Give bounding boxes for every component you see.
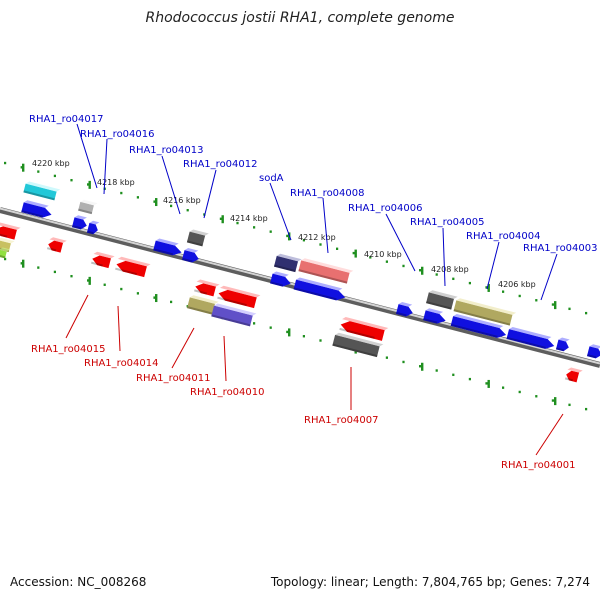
- gene-label[interactable]: RHA1_ro04015: [31, 344, 106, 355]
- gene-features: [0, 181, 600, 383]
- scale-major-tick: [88, 180, 91, 189]
- gene-block-olive[interactable]: [453, 298, 517, 327]
- gene-block-purple[interactable]: [211, 303, 257, 327]
- gene-block-blue[interactable]: [586, 344, 600, 360]
- gene-block-blue[interactable]: [423, 308, 448, 326]
- gene-label[interactable]: RHA1_ro04004: [466, 231, 541, 242]
- accession-text: Accession: NC_008268: [10, 575, 146, 589]
- gene-label[interactable]: RHA1_ro04012: [183, 159, 258, 170]
- forward-leader-lines: [76, 123, 558, 301]
- gene-label[interactable]: RHA1_ro04016: [80, 129, 155, 140]
- gene-block-green[interactable]: [0, 247, 11, 259]
- kbp-label: 4216 kbp: [163, 196, 201, 205]
- gene-block-red[interactable]: [0, 222, 21, 241]
- reverse-leader-lines: [65, 294, 564, 456]
- reverse-gene-labels: RHA1_ro04015 RHA1_ro04014 RHA1_ro04011 R…: [31, 344, 576, 471]
- kbp-label: 4206 kbp: [498, 280, 536, 289]
- scale-major-tick: [155, 294, 158, 303]
- gene-block-olive[interactable]: [187, 295, 219, 316]
- kbp-label: 4208 kbp: [431, 265, 469, 274]
- gene-block-blue[interactable]: [182, 247, 201, 264]
- gene-block-blue[interactable]: [270, 271, 293, 289]
- scale-major-tick: [487, 379, 490, 388]
- gene-label[interactable]: RHA1_ro04006: [348, 203, 423, 214]
- kbp-label: 4212 kbp: [298, 233, 336, 242]
- scale-major-tick: [354, 249, 357, 258]
- scale-major-tick: [88, 276, 91, 285]
- gene-block-blue[interactable]: [506, 326, 557, 351]
- gene-label[interactable]: RHA1_ro04001: [501, 460, 576, 471]
- kbp-label: 4214 kbp: [230, 214, 268, 223]
- gene-block-gray[interactable]: [78, 199, 98, 215]
- scale-major-tick: [487, 283, 490, 292]
- gene-block-red[interactable]: [564, 367, 583, 383]
- gene-label[interactable]: RHA1_ro04014: [84, 358, 159, 369]
- scale-major-tick: [554, 301, 557, 310]
- gene-block-darkgray[interactable]: [426, 290, 458, 311]
- gene-block-blue[interactable]: [293, 277, 348, 303]
- gene-label[interactable]: RHA1_ro04013: [129, 145, 204, 156]
- gene-block-blue[interactable]: [21, 200, 53, 220]
- gene-label[interactable]: RHA1_ro04017: [29, 114, 104, 125]
- scale-line-upper: [4, 161, 588, 315]
- gene-block-red[interactable]: [91, 251, 115, 269]
- forward-gene-labels: RHA1_ro04017 RHA1_ro04016 RHA1_ro04013 R…: [29, 114, 598, 254]
- gene-block-red[interactable]: [339, 316, 389, 341]
- kbp-tick-labels: 4220 kbp 4218 kbp 4216 kbp 4214 kbp 4212…: [32, 159, 536, 289]
- gene-label[interactable]: RHA1_ro04008: [290, 188, 365, 199]
- scale-major-tick: [421, 362, 424, 371]
- gene-block-blue[interactable]: [71, 215, 89, 231]
- gene-block-blue[interactable]: [153, 238, 183, 258]
- gene-block-red[interactable]: [115, 256, 151, 278]
- gene-label[interactable]: RHA1_ro04005: [410, 217, 485, 228]
- gene-block-blue[interactable]: [450, 313, 508, 340]
- scale-major-tick: [288, 328, 291, 337]
- gene-block-pink[interactable]: [298, 258, 354, 285]
- gene-label[interactable]: RHA1_ro04011: [136, 373, 211, 384]
- scale-major-tick: [221, 215, 224, 224]
- gene-label[interactable]: RHA1_ro04003: [523, 243, 598, 254]
- gene-label[interactable]: RHA1_ro04010: [190, 387, 265, 398]
- gene-block-red[interactable]: [194, 279, 220, 297]
- scale-major-tick: [554, 397, 557, 406]
- gene-block-blue[interactable]: [86, 220, 100, 235]
- scale-major-tick: [155, 198, 158, 207]
- gene-block-red[interactable]: [217, 285, 261, 309]
- gene-label[interactable]: RHA1_ro04007: [304, 415, 379, 426]
- scale-major-tick: [22, 259, 25, 268]
- gene-block-cyan[interactable]: [23, 181, 61, 201]
- kbp-label: 4220 kbp: [32, 159, 70, 168]
- gene-block-red[interactable]: [46, 237, 67, 254]
- gene-block-blue[interactable]: [396, 301, 415, 318]
- kbp-label: 4218 kbp: [97, 178, 135, 187]
- gene-block-darkgray[interactable]: [332, 332, 384, 358]
- gene-label[interactable]: sodA: [259, 173, 284, 184]
- kbp-label: 4210 kbp: [364, 250, 402, 259]
- topology-summary: Topology: linear; Length: 7,804,765 bp; …: [270, 575, 590, 589]
- scale-major-tick: [421, 266, 424, 275]
- gene-block-navy[interactable]: [273, 253, 302, 273]
- scale-major-tick: [22, 163, 25, 172]
- map-title: Rhodococcus jostii RHA1, complete genome: [145, 10, 454, 26]
- gene-block-blue[interactable]: [555, 337, 571, 353]
- gene-block-darkgray[interactable]: [186, 229, 209, 247]
